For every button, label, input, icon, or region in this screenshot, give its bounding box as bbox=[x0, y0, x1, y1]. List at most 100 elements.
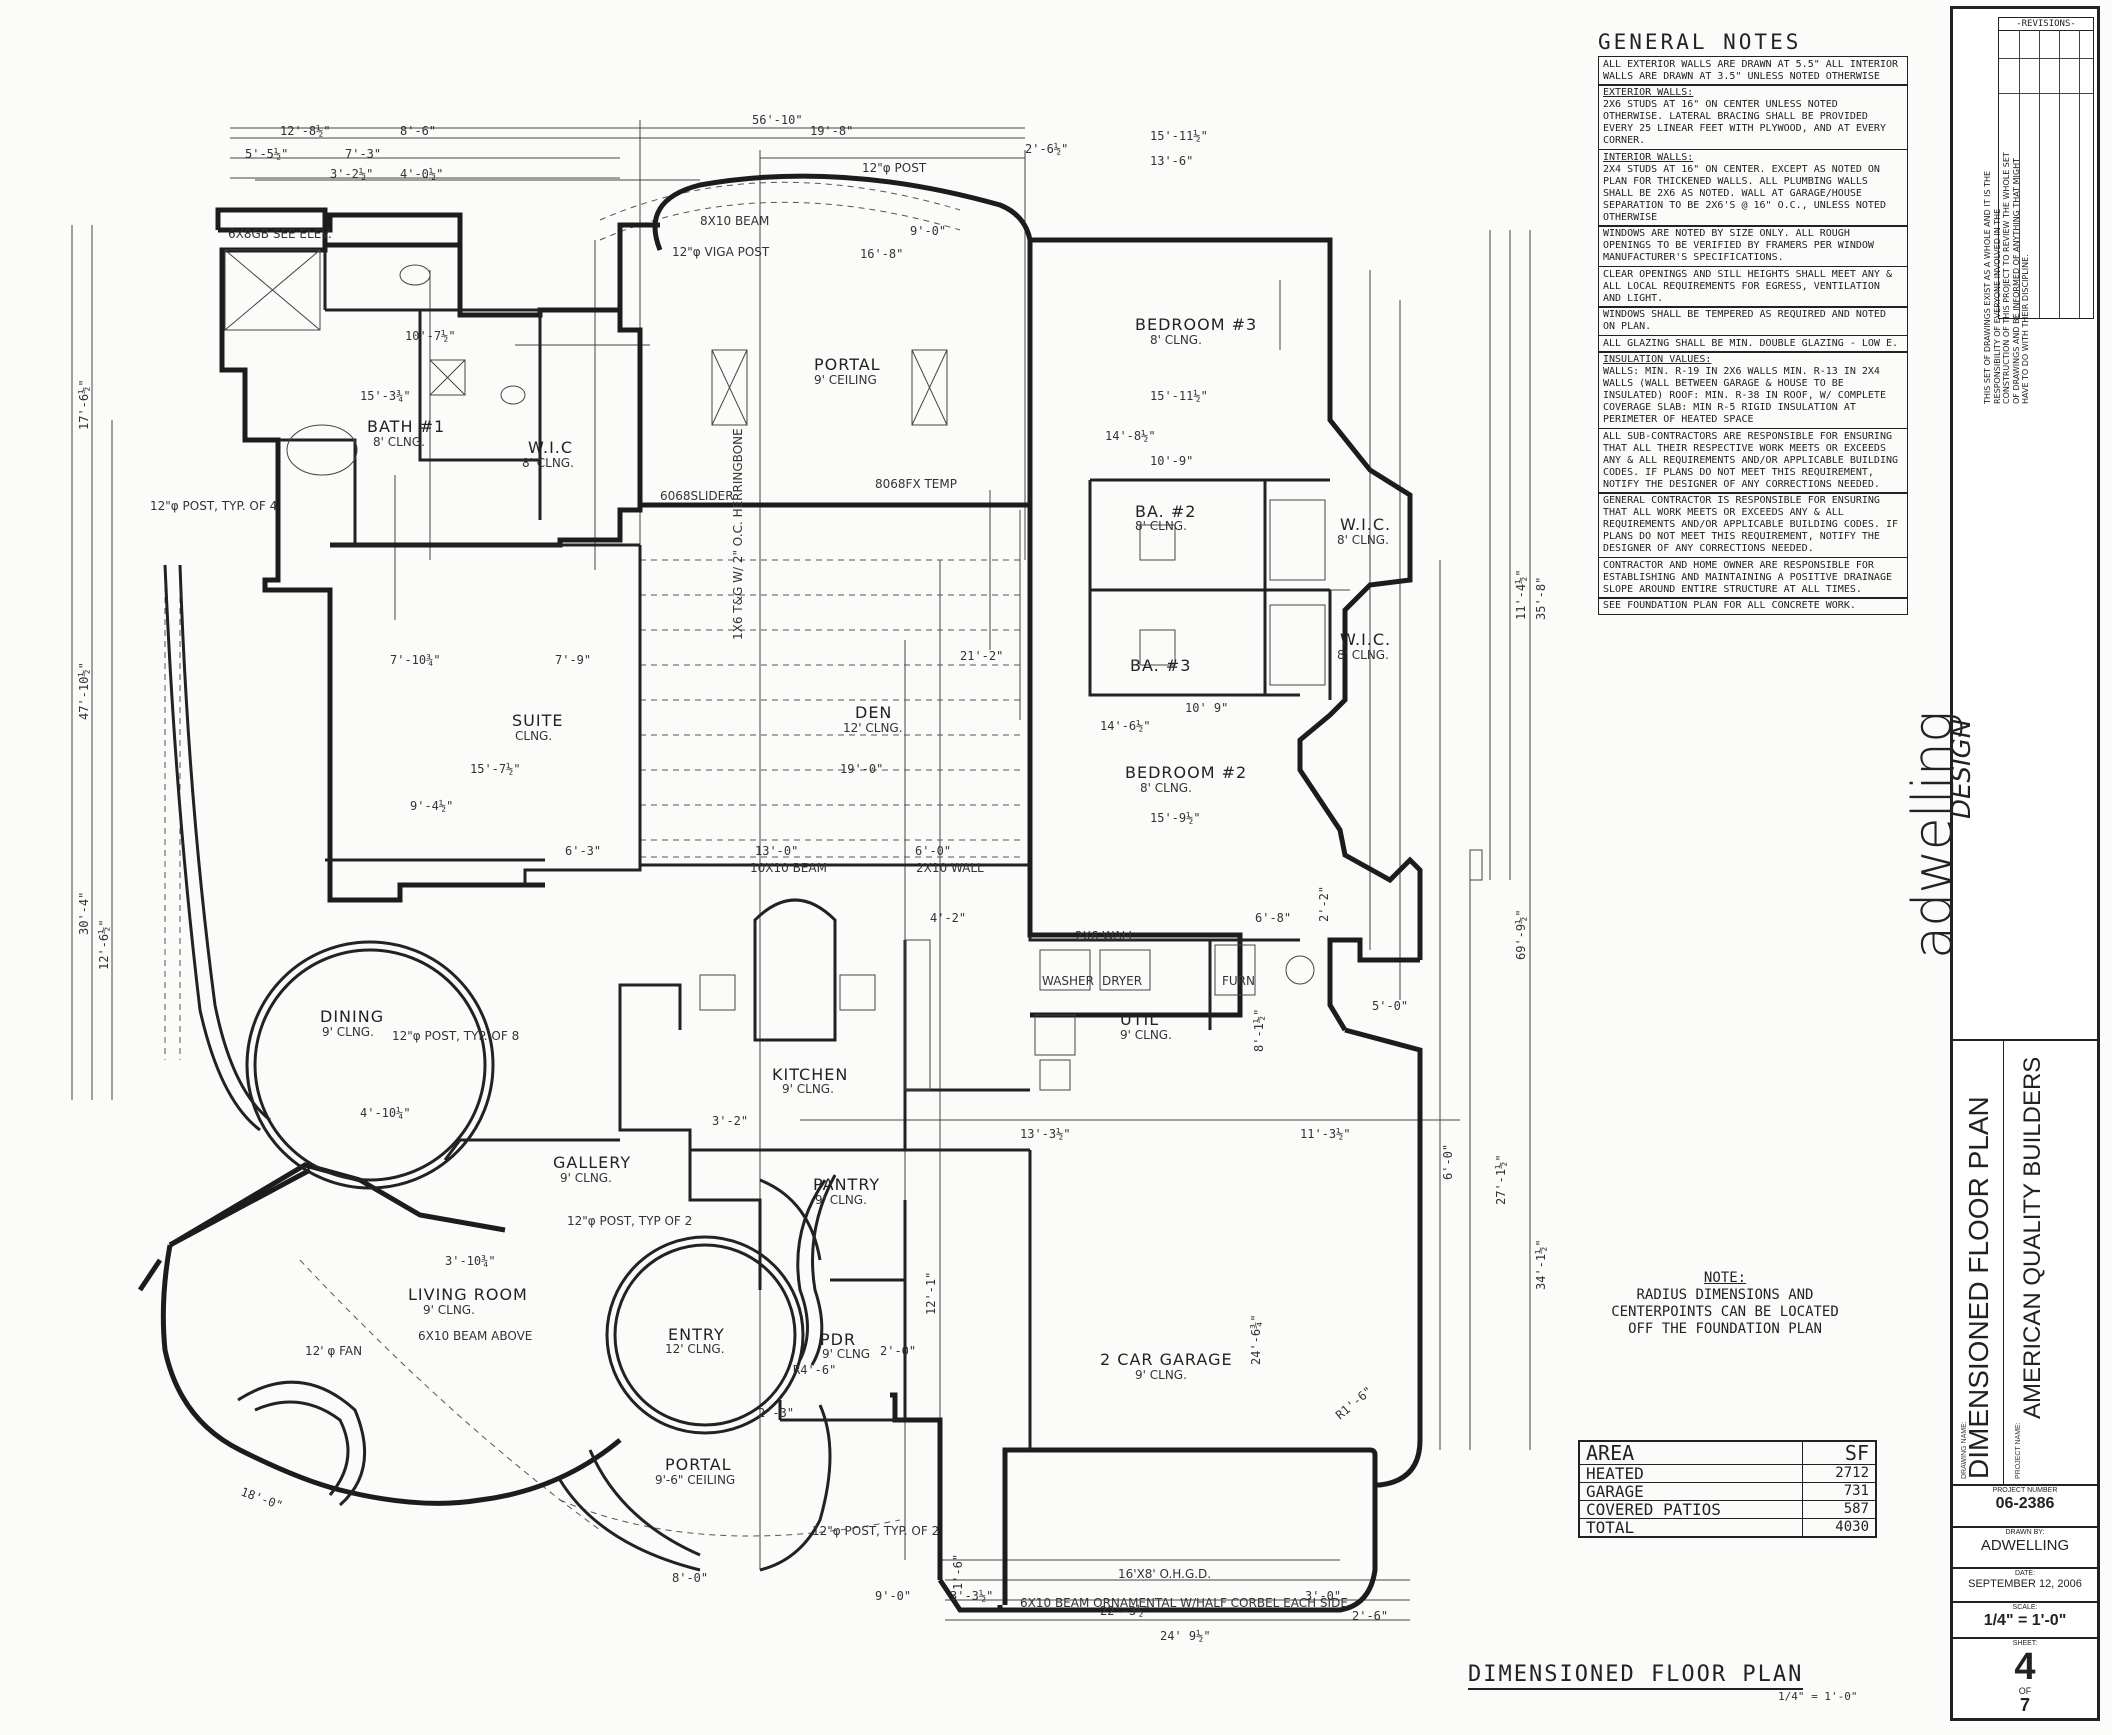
room-dining-clg: 9' CLNG. bbox=[322, 1025, 374, 1039]
room-wic1: W.I.C bbox=[528, 438, 573, 457]
dim: 47'-10½" bbox=[77, 662, 91, 720]
callout-post-typ2b: 12"φ POST, TYP. OF 2 bbox=[812, 1524, 939, 1538]
dim: 34'-1½" bbox=[1534, 1239, 1548, 1290]
disclaimer: THIS SET OF DRAWINGS EXIST AS A WHOLE AN… bbox=[1983, 152, 2030, 404]
area-table-header: AREA SF bbox=[1578, 1440, 1877, 1465]
title-block: -REVISIONS- THIS SET OF DRAWINGS EXIST A… bbox=[1901, 6, 2100, 1721]
date: SEPTEMBER 12, 2006 bbox=[1968, 1578, 2082, 1590]
dimension-texts: 56'-10" 12'-8½" 8'-6" 19'-8" 15'-11½" 13… bbox=[77, 113, 1548, 1643]
note-text: WINDOWS ARE NOTED BY SIZE ONLY. ALL ROUG… bbox=[1603, 228, 1874, 263]
note-block: CONTRACTOR AND HOME OWNER ARE RESPONSIBL… bbox=[1598, 556, 1908, 599]
dim: 3'-2½" bbox=[330, 167, 373, 181]
room-garage-clg: 9' CLNG. bbox=[1135, 1368, 1187, 1382]
room-entry-clg: 12' CLNG. bbox=[665, 1342, 725, 1356]
dim: 7'-10¾" bbox=[390, 653, 441, 667]
note-text: CONTRACTOR AND HOME OWNER ARE RESPONSIBL… bbox=[1603, 559, 1892, 595]
room-bath1-clg: 8' CLNG. bbox=[373, 435, 425, 449]
drawn-by-label: DRAWN BY: bbox=[2005, 1529, 2045, 1536]
room-bedroom2-clg: 8' CLNG. bbox=[1140, 781, 1192, 795]
date-cell: DATE: SEPTEMBER 12, 2006 bbox=[1953, 1567, 2097, 1590]
project-number-cell: PROJECT NUMBER 06-2386 bbox=[1953, 1484, 2097, 1513]
callout-temp: 8068FX TEMP bbox=[875, 477, 957, 491]
dim: 7'-3" bbox=[345, 147, 381, 161]
dim: 5'-0" bbox=[1372, 999, 1408, 1013]
note-block: GENERAL CONTRACTOR IS RESPONSIBLE FOR EN… bbox=[1598, 492, 1908, 558]
room-bath1: BATH #1 bbox=[367, 417, 445, 436]
dim: 18'-0" bbox=[239, 1485, 285, 1513]
callout-garage-door: 16'X8' O.H.G.D. bbox=[1118, 1567, 1211, 1581]
room-pantry-clg: 9' CLNG. bbox=[815, 1193, 867, 1207]
fixtures bbox=[224, 249, 1483, 1091]
general-notes-blocks: ALL EXTERIOR WALLS ARE DRAWN AT 5.5" ALL… bbox=[1598, 55, 1908, 615]
dim: 4'-10¼" bbox=[360, 1106, 411, 1120]
note-text: WINDOWS SHALL BE TEMPERED AS REQUIRED AN… bbox=[1603, 309, 1886, 332]
area-row-value: 4030 bbox=[1802, 1518, 1877, 1538]
dim: 2'-6" bbox=[1352, 1609, 1388, 1623]
dim: 21'-2" bbox=[960, 649, 1003, 663]
note-block: INTERIOR WALLS:2X4 STUDS AT 16" ON CENTE… bbox=[1598, 148, 1908, 227]
dim: 13'-0" bbox=[755, 844, 798, 858]
area-row-value: 2712 bbox=[1802, 1464, 1877, 1483]
room-wic3: W.I.C. bbox=[1340, 630, 1391, 649]
logo-sub: DESIGN bbox=[1947, 718, 1977, 819]
dim: 9'-0" bbox=[910, 224, 946, 238]
dim: 9'-0" bbox=[875, 1589, 911, 1603]
divider bbox=[1999, 58, 2093, 59]
callout-washer: WASHER bbox=[1042, 974, 1094, 988]
dim: 12'-8½" bbox=[280, 124, 331, 138]
dim: 7'-9" bbox=[555, 653, 591, 667]
dim: 27'-1½" bbox=[1494, 1154, 1508, 1205]
dim: 4'-2" bbox=[930, 911, 966, 925]
dim: 17'-6½" bbox=[77, 379, 91, 430]
radius-note: NOTE: RADIUS DIMENSIONS AND CENTERPOINTS… bbox=[1565, 1270, 1885, 1338]
area-row-value: 587 bbox=[1802, 1500, 1877, 1519]
project-name-label: PROJECT NAME: bbox=[2015, 1422, 2022, 1479]
callout-beam-above: 6X10 BEAM ABOVE bbox=[418, 1329, 532, 1343]
dim: 4'-0½" bbox=[400, 167, 443, 181]
dim: 6'-0" bbox=[915, 844, 951, 858]
room-gallery-clg: 9' CLNG. bbox=[560, 1171, 612, 1185]
note-heading: INSULATION VALUES: bbox=[1603, 354, 1712, 365]
room-ba2-clg: 8' CLNG. bbox=[1135, 519, 1187, 533]
dim: 15'-7½" bbox=[470, 762, 521, 776]
plan-scale: 1/4" = 1'-0" bbox=[1778, 1690, 1858, 1703]
room-garage: 2 CAR GARAGE bbox=[1100, 1350, 1233, 1369]
dim: 9'-4½" bbox=[410, 799, 453, 813]
note-text: ALL EXTERIOR WALLS ARE DRAWN AT 5.5" ALL… bbox=[1603, 58, 1899, 82]
callout-post-top: 12"φ POST bbox=[862, 161, 927, 175]
room-den: DEN bbox=[855, 703, 892, 722]
dim: 35'-8" bbox=[1534, 577, 1548, 620]
scale: 1/4" = 1'-0" bbox=[1983, 1612, 2067, 1629]
dim: 30'-4" bbox=[77, 892, 91, 935]
dim: 3'-10¾" bbox=[445, 1254, 496, 1268]
dim: 15'-11½" bbox=[1150, 389, 1208, 403]
dim: 11'-4½" bbox=[1514, 569, 1528, 620]
dim: 3'-3½" bbox=[950, 1589, 993, 1603]
note-heading: INTERIOR WALLS: bbox=[1603, 151, 1694, 163]
company-logo: adwelling DESIGN bbox=[1901, 712, 1977, 959]
area-row-label: COVERED PATIOS bbox=[1578, 1500, 1803, 1519]
room-living-clg: 9' CLNG. bbox=[423, 1303, 475, 1317]
callout-wall-2x6: 2X6 WALL bbox=[1075, 929, 1135, 943]
dim: 13'-3½" bbox=[1020, 1127, 1071, 1141]
divider bbox=[2039, 30, 2040, 318]
dim: 22'-3½" bbox=[1100, 1604, 1151, 1618]
note-block: SEE FOUNDATION PLAN FOR ALL CONCRETE WOR… bbox=[1598, 597, 1908, 615]
callout-furn: FURN bbox=[1222, 974, 1255, 988]
note-block: CLEAR OPENINGS AND SILL HEIGHTS SHALL ME… bbox=[1598, 265, 1908, 308]
exterior-walls bbox=[137, 173, 1423, 1613]
divider bbox=[1953, 1039, 2097, 1041]
callout-dryer: DRYER bbox=[1102, 974, 1142, 988]
room-pdr-clg: 9' CLNG bbox=[822, 1347, 870, 1361]
dim: 14'-6½" bbox=[1100, 719, 1151, 733]
note-block: INSULATION VALUES:WALLS: MIN. R-19 IN 2X… bbox=[1598, 351, 1908, 429]
dim: 2'-0" bbox=[880, 1344, 916, 1358]
general-notes: GENERAL NOTES ALL EXTERIOR WALLS ARE DRA… bbox=[1598, 30, 1908, 615]
project-number: 06-2386 bbox=[1995, 1495, 2055, 1512]
room-suite: SUITE bbox=[512, 711, 563, 730]
radius-note-line3: OFF THE FOUNDATION PLAN bbox=[1628, 1321, 1822, 1337]
note-text: 2X4 STUDS AT 16" ON CENTER. EXCEPT AS NO… bbox=[1603, 163, 1886, 223]
room-portal2-clg: 9'-6" CEILING bbox=[655, 1473, 735, 1487]
dim: 3'-2" bbox=[712, 1114, 748, 1128]
